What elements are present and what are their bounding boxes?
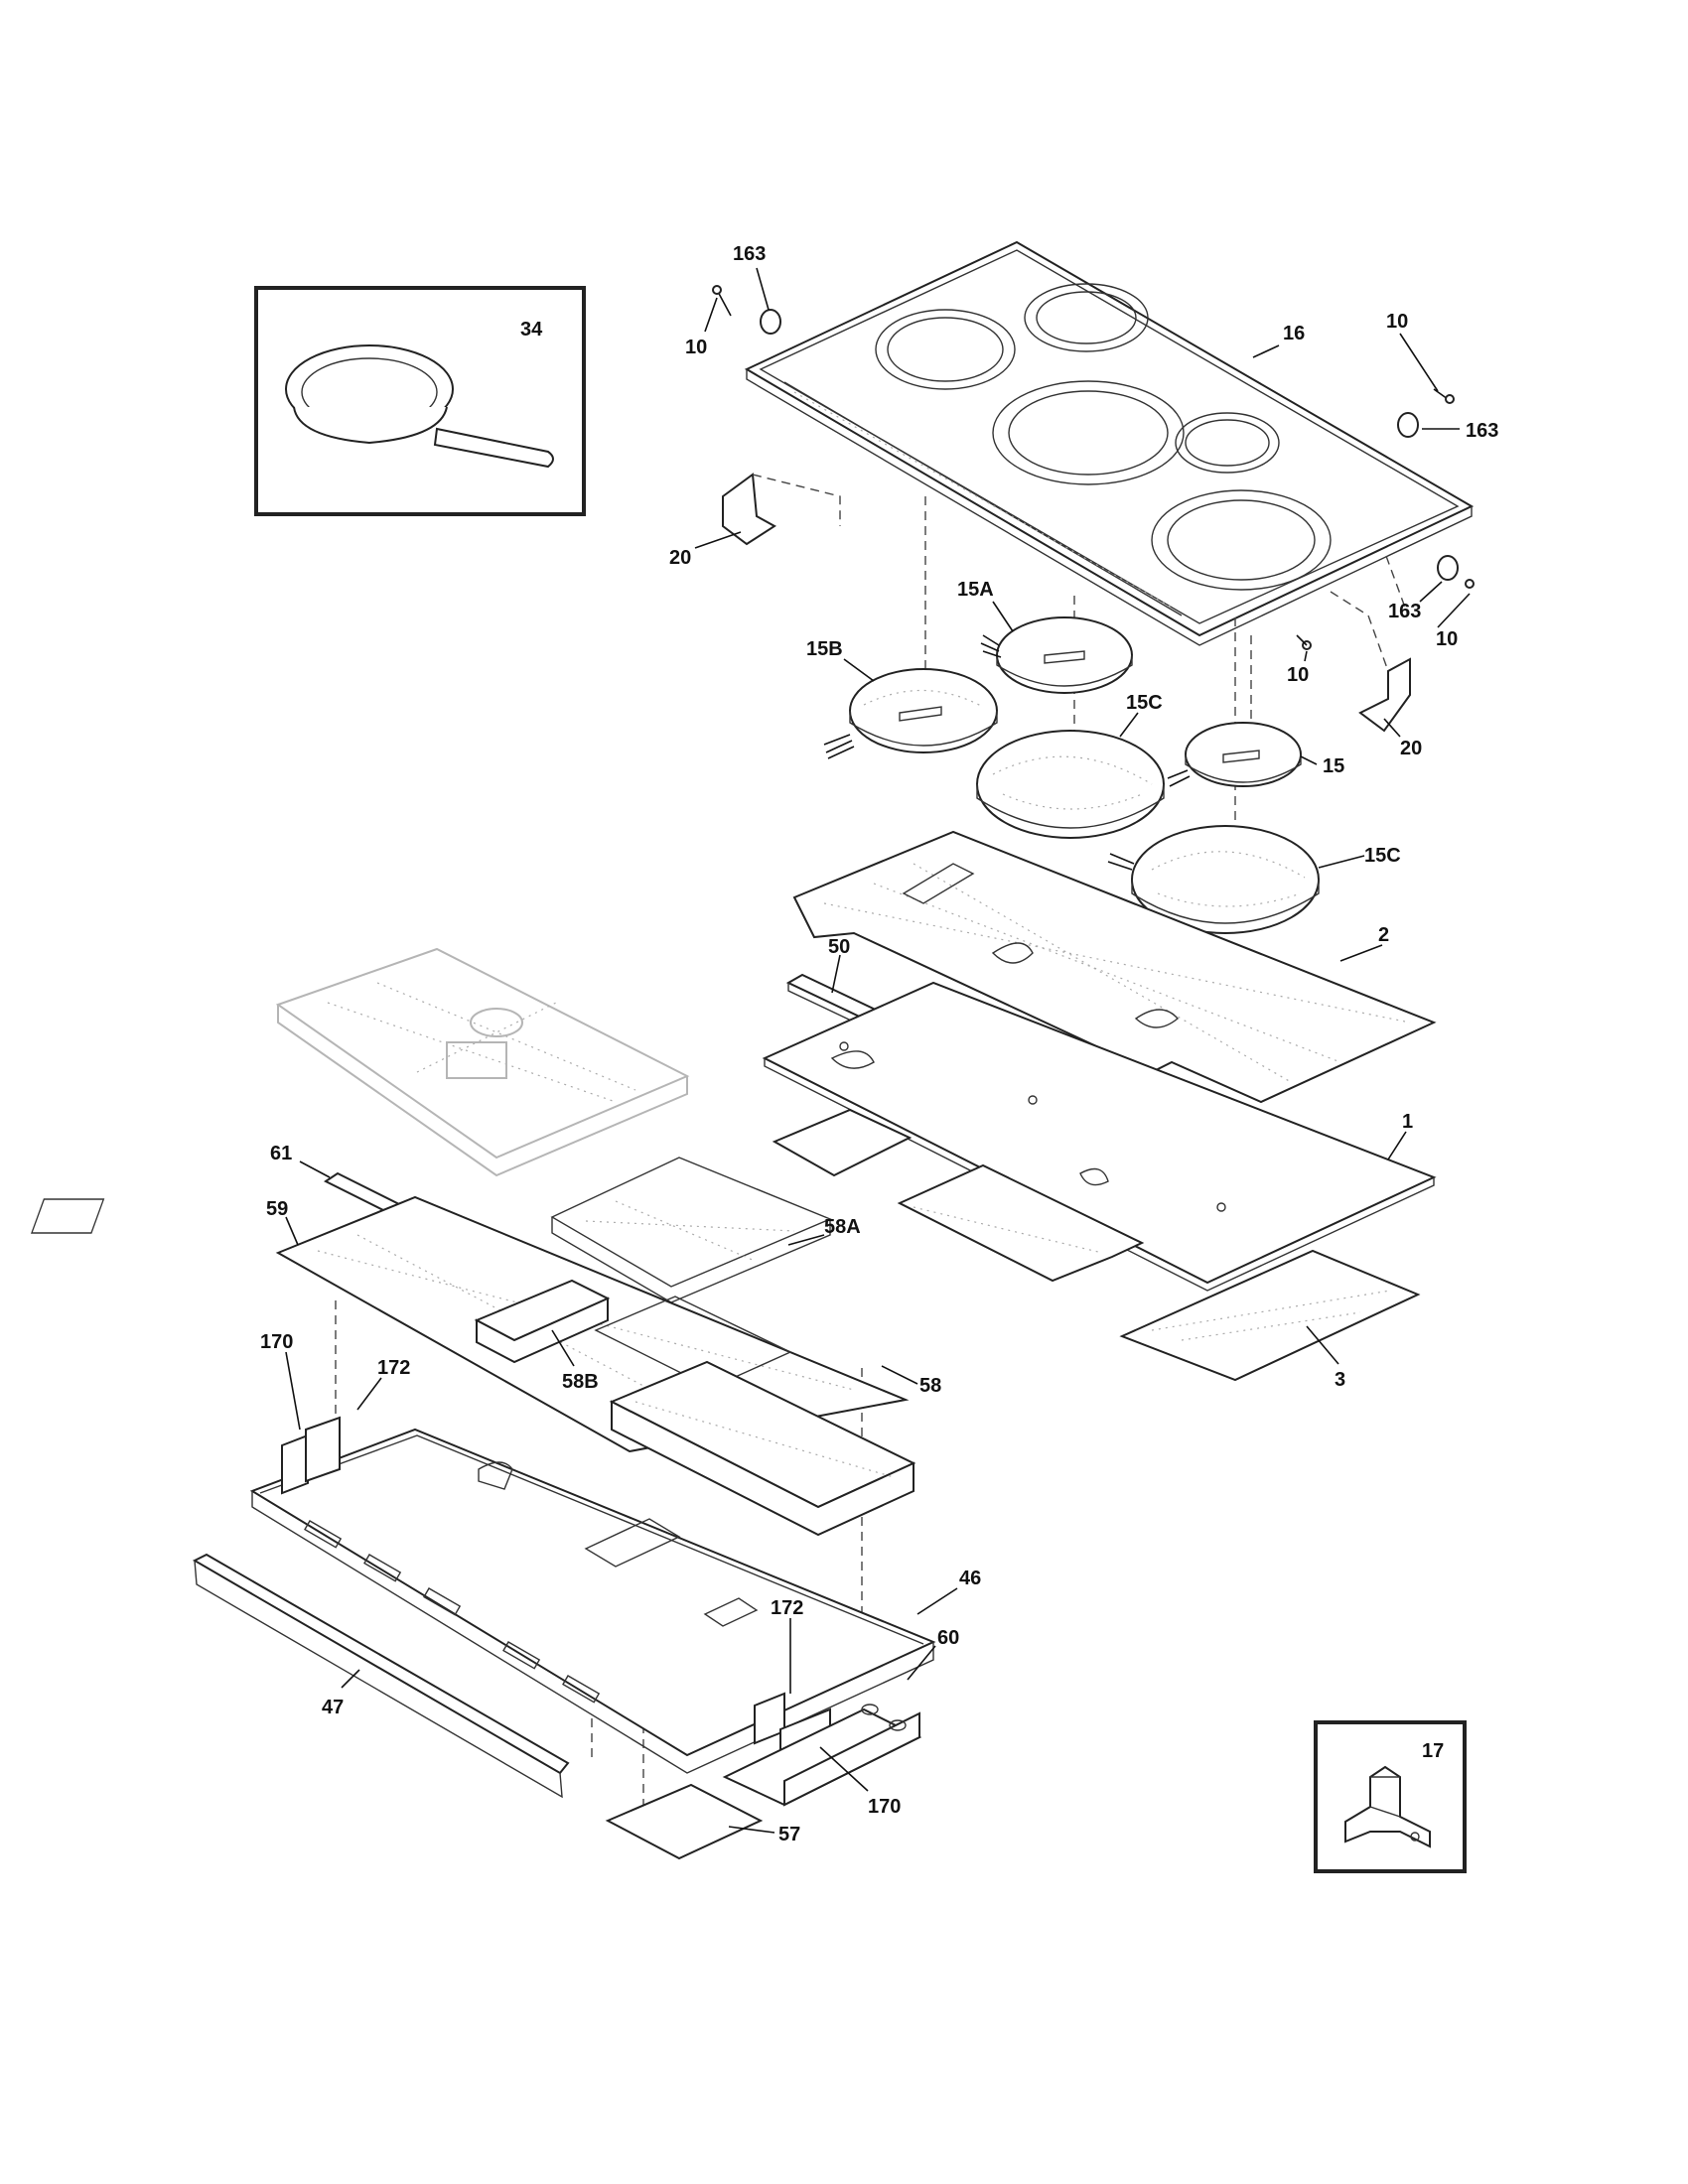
label-17: 17 (1422, 1740, 1444, 1762)
part-labels: 163 10 34 16 10 163 20 15A 15B 163 10 10… (260, 243, 1498, 1845)
inset-bracket (1314, 1720, 1467, 1873)
label-15A: 15A (957, 579, 994, 601)
insulation-pad-under-1 (772, 1108, 1145, 1283)
label-10-center: 10 (1287, 664, 1309, 686)
junction-box-60 (722, 1704, 922, 1807)
base-pan-46 (249, 1428, 936, 1774)
label-172-left: 172 (377, 1357, 410, 1379)
label-3: 3 (1335, 1369, 1345, 1391)
fasteners (712, 285, 1475, 650)
control-board-large (275, 947, 690, 1177)
label-58: 58 (919, 1375, 941, 1397)
label-10-top-left: 10 (685, 337, 707, 358)
cooktop-glass-16 (744, 240, 1475, 646)
label-46: 46 (959, 1568, 981, 1589)
label-50: 50 (828, 936, 850, 958)
heating-element-15C-bottom (1107, 825, 1320, 934)
label-163-top-left: 163 (733, 243, 766, 265)
label-58A: 58A (824, 1216, 861, 1238)
label-59: 59 (266, 1198, 288, 1220)
frying-pan-icon (285, 344, 554, 469)
label-172-right: 172 (771, 1597, 803, 1619)
heating-element-15B (823, 668, 998, 759)
label-58B: 58B (562, 1371, 599, 1393)
insulation-block-58A (594, 1296, 792, 1389)
label-15C-bottom: 15C (1364, 845, 1401, 867)
inset-frying-pan (254, 286, 586, 516)
label-15C-top: 15C (1126, 692, 1163, 714)
label-47: 47 (322, 1697, 344, 1718)
label-15B: 15B (806, 638, 843, 660)
label-163-top-right: 163 (1466, 420, 1498, 442)
label-170-right: 170 (868, 1796, 901, 1818)
label-163-right: 163 (1388, 601, 1421, 622)
label-61: 61 (270, 1143, 292, 1164)
label-10-right: 10 (1436, 628, 1458, 650)
heating-element-15 (1167, 722, 1302, 787)
heating-element-15A (980, 616, 1133, 694)
insulation-sheet-2 (792, 830, 1437, 1104)
label-34: 34 (520, 319, 543, 341)
bracket-20-right (1358, 657, 1411, 733)
front-trim-47 (192, 1553, 570, 1799)
label-10-top-right: 10 (1386, 311, 1408, 333)
label-2: 2 (1378, 924, 1389, 946)
insulation-block-58B (474, 1279, 611, 1364)
heating-element-15C-top (976, 730, 1165, 839)
leader-lines (285, 267, 1471, 1834)
bracket-20-left (722, 473, 776, 546)
label-15: 15 (1323, 755, 1344, 777)
label-170-left: 170 (260, 1331, 293, 1353)
label-16: 16 (1283, 323, 1305, 344)
label-20-right: 20 (1400, 738, 1422, 759)
label-1: 1 (1402, 1111, 1413, 1133)
insulation-block-58 (609, 1360, 916, 1537)
bracket-170-172-left (281, 1416, 341, 1495)
label-20-left: 20 (669, 547, 691, 569)
label-60: 60 (937, 1627, 959, 1649)
label-57: 57 (778, 1824, 800, 1845)
insulation-sheet-3 (1119, 1249, 1421, 1382)
cover-plate-57 (605, 1783, 764, 1860)
bracket-icon (1344, 1765, 1431, 1848)
